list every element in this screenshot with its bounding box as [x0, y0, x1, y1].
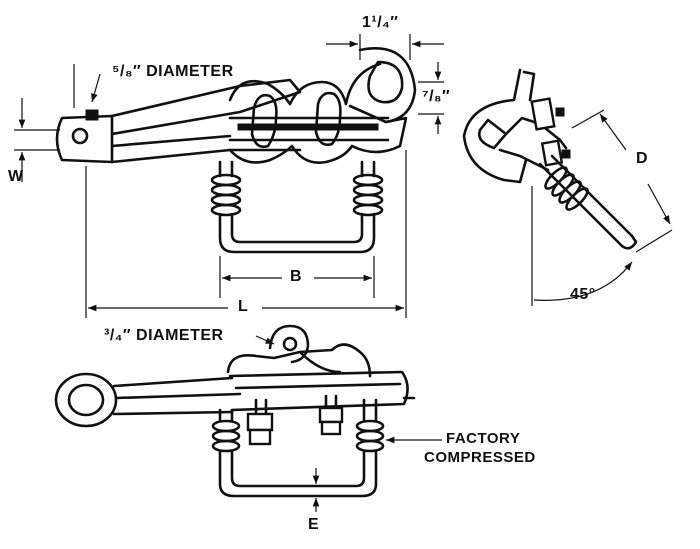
side-view [462, 68, 638, 250]
top-view [55, 47, 417, 254]
dim-top-width [326, 34, 444, 60]
label-l: L [238, 298, 249, 315]
dim-angle [531, 186, 633, 306]
bottom-view [54, 324, 416, 498]
dim-d [571, 109, 673, 253]
label-d: D [636, 150, 649, 167]
label-top-width: 1¹/₄″ [362, 14, 399, 31]
label-b: B [290, 268, 303, 285]
pin-leader [73, 64, 101, 108]
eye-diameter-leader [255, 335, 275, 345]
label-eye-diameter: ³/₄″ DIAMETER [104, 327, 224, 344]
label-e: E [308, 516, 320, 533]
label-factory: FACTORY [446, 430, 521, 447]
dim-b [219, 256, 375, 298]
dim-eye-height [418, 62, 444, 134]
dim-w [14, 98, 60, 182]
label-pin-diameter: ⁵/₈″ DIAMETER [112, 63, 234, 80]
label-compressed: COMPRESSED [424, 449, 536, 466]
dim-l [85, 150, 407, 318]
label-angle: 45° [570, 286, 596, 303]
label-eye-height: ⁷/₈″ [422, 88, 451, 105]
label-w: W [8, 168, 24, 185]
